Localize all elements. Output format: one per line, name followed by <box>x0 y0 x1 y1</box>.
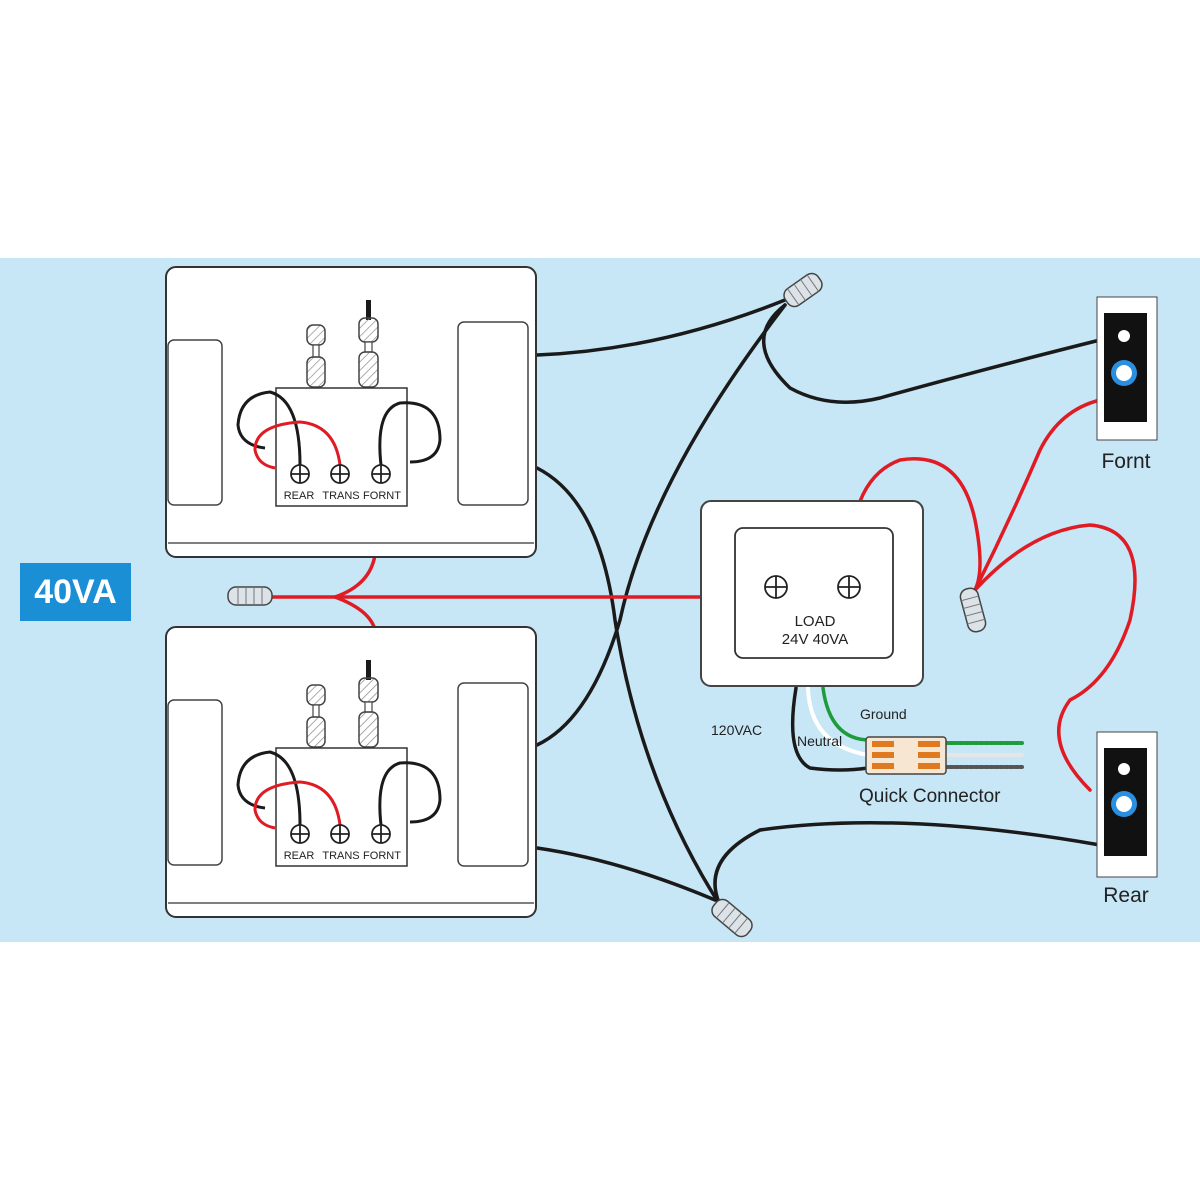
wire-red <box>973 398 1102 592</box>
screw-terminal <box>837 575 861 599</box>
chime-unit-1: REAR TRANS FORNT <box>165 266 537 558</box>
quick-connector <box>865 736 947 775</box>
rating-badge: 40VA <box>20 563 131 621</box>
screw-terminal <box>290 464 310 484</box>
terminal-label-front: FORNT <box>363 850 401 862</box>
wire-nut <box>711 898 753 938</box>
label-neutral: Neutral <box>797 733 842 749</box>
doorbell-button-front <box>1096 296 1158 441</box>
transformer-label-rating: 24V 40VA <box>782 631 848 648</box>
wire-black <box>535 298 787 357</box>
screw-terminal <box>330 824 350 844</box>
chime-unit-2: REAR TRANS FORNT <box>165 626 537 918</box>
screw-terminal <box>330 464 350 484</box>
transformer: LOAD 24V 40VA <box>700 500 924 687</box>
wire-nut <box>783 272 823 308</box>
wire-ground <box>821 686 872 742</box>
doorbell-button-rear <box>1096 731 1158 878</box>
wire-black <box>535 466 722 907</box>
terminal-label-trans: TRANS <box>322 850 359 862</box>
wire-neutral <box>806 686 870 757</box>
label-ground: Ground <box>860 706 907 722</box>
wire-red <box>973 523 1137 792</box>
wire-nut <box>227 586 273 606</box>
plunger <box>306 324 326 388</box>
plunger <box>358 660 379 748</box>
transformer-label-load: LOAD <box>795 613 836 630</box>
plunger <box>306 684 326 748</box>
wire-black <box>713 820 1102 907</box>
label-120vac: 120VAC <box>711 722 762 738</box>
screw-terminal <box>371 464 391 484</box>
label-rear-button: Rear <box>1103 884 1149 907</box>
wire-nut <box>959 587 987 633</box>
label-front-button: Fornt <box>1101 450 1150 473</box>
label-quick-connector: Quick Connector <box>859 786 1001 807</box>
screw-terminal <box>290 824 310 844</box>
screw-terminal <box>764 575 788 599</box>
wire-black <box>761 303 1102 404</box>
wire-black <box>535 303 787 747</box>
wire-red <box>329 553 377 632</box>
screw-terminal <box>371 824 391 844</box>
wire-line <box>790 686 870 772</box>
wire-black <box>535 846 717 902</box>
terminal-label-trans: TRANS <box>322 490 359 502</box>
terminal-label-rear: REAR <box>284 490 315 502</box>
terminal-label-front: FORNT <box>363 490 401 502</box>
terminal-label-rear: REAR <box>284 850 315 862</box>
plunger <box>358 300 379 388</box>
